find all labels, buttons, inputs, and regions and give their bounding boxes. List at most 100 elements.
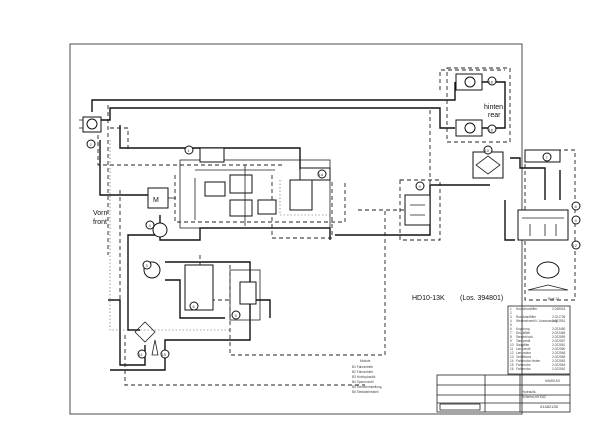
parts-row-pos: 9 (510, 339, 512, 343)
marker-9: 9 (415, 181, 425, 191)
parts-row-name: Wechselventil f. Ausstossung (516, 319, 557, 323)
parts-row-pos: 14 (510, 359, 514, 363)
leak-lines (109, 140, 330, 331)
marker-1: 1 (184, 145, 194, 155)
svg-text:11: 11 (139, 352, 144, 357)
component-markers: 16 16 2 1 14 4 3 5 6 9 10 7 8 9 12 11 15 (86, 76, 581, 359)
parts-row-pos: 5 (510, 323, 512, 327)
parts-row-number: 2.022563 (552, 359, 566, 363)
svg-text:B1 Fahrantrieb: B1 Fahrantrieb (352, 365, 373, 369)
rear-drive-motor-top (455, 73, 483, 91)
front-label-de: Vorn (93, 210, 108, 217)
title-block: Hydraulik- Schema mit KAC 01482135 HAMM … (436, 297, 571, 413)
parts-row-name: Lenkmotor (516, 351, 532, 355)
marker-4: 4 (145, 220, 155, 230)
parts-row-number: 2.023480 (552, 327, 566, 331)
marker-10: 10 (483, 145, 493, 155)
svg-text:B2 Fahrantrieb: B2 Fahrantrieb (352, 370, 373, 374)
marker-6: 6 (189, 301, 199, 311)
parts-row-pos: 6 (510, 327, 512, 331)
sheet-scale: Blatt 1/1 (548, 297, 560, 301)
parts-row-number: 2.022562 (552, 367, 566, 371)
parts-row-name: Ventilblock (516, 355, 532, 359)
drawing-number: 01482135 (540, 404, 559, 409)
svg-text:14: 14 (319, 172, 324, 177)
parts-row-number: 2.022565 (552, 355, 566, 359)
parts-row-number: 2.022465 (552, 331, 566, 335)
svg-text:8: 8 (575, 204, 578, 209)
parts-row-pos: 7 (510, 331, 512, 335)
parts-row-number: 2.022557 (552, 339, 566, 343)
rear-label-de: hinten (484, 104, 503, 111)
svg-text:16: 16 (489, 80, 494, 85)
svg-text:1: 1 (188, 148, 191, 153)
parts-row-name: Fahrmotor (516, 367, 532, 371)
parts-row-number: 2.022561 (552, 343, 566, 347)
marker-16-top: 16 (487, 76, 497, 86)
parts-row-number: 2.022551 (552, 319, 566, 323)
marker-12: 12 (571, 240, 581, 250)
parts-row-name: Druckfilter (516, 331, 531, 335)
marker-8: 8 (571, 201, 581, 211)
parts-row-pos: 16 (510, 367, 514, 371)
svg-text:9: 9 (575, 218, 578, 223)
parts-row-number: 2.022564 (552, 363, 566, 367)
marker-15: 15 (160, 349, 170, 359)
parts-row-pos: 13 (510, 355, 514, 359)
svg-text:15: 15 (162, 352, 167, 357)
svg-text:B6 Stellantriebsteil: B6 Stellantriebsteil (352, 390, 379, 394)
svg-text:M: M (153, 197, 159, 204)
parts-row-number: 2.022548 (552, 351, 566, 355)
parts-row-number: 2.022559 (552, 335, 566, 339)
rear-label-en: rear (488, 112, 501, 119)
marker-5: 5 (231, 310, 241, 320)
check-valve-15 (151, 339, 159, 356)
parts-row-number: 2.021736 (552, 315, 566, 319)
marker-7: 7 (542, 152, 552, 162)
electric-motor: M (147, 187, 176, 209)
parts-row-name: Kupplung (516, 327, 530, 331)
marker-14: 14 (317, 169, 327, 179)
front-label-en: front (93, 219, 107, 226)
svg-text:2: 2 (90, 142, 93, 147)
return-lines (97, 69, 576, 386)
marker-16-bottom: 16 (487, 124, 497, 134)
svg-text:B5 Schwimmstellung: B5 Schwimmstellung (352, 385, 382, 389)
module-notes: Module B1 Fahrantrieb B2 Fahrantrieb B3 … (352, 359, 382, 394)
valve-9 (404, 194, 431, 226)
tank-assembly (517, 149, 569, 291)
parts-row-pos: 12 (510, 351, 514, 355)
title-de-2: Schema mit KAC (522, 395, 547, 399)
parts-row-name: Saugfilter (516, 343, 530, 347)
title-de: Hydraulik- (522, 390, 536, 394)
marker-9b: 9 (571, 215, 581, 225)
svg-text:10: 10 (485, 148, 490, 153)
parts-row-name: Lenkventil (516, 347, 531, 351)
parts-row-name: Fahrmotor (516, 363, 532, 367)
parts-row-pos: 3 (510, 315, 512, 319)
parts-row-name: Ruecklauffilter (516, 315, 537, 319)
lower-valve-block (184, 264, 261, 321)
parts-row-pos: 8 (510, 335, 512, 339)
svg-text:B4 Spannventil: B4 Spannventil (352, 380, 374, 384)
rear-drive-motor-bottom (455, 119, 483, 137)
svg-text:Module: Module (360, 359, 371, 363)
return-filter (134, 321, 156, 343)
parts-row-name: Hochdruckfilter (516, 307, 538, 311)
marker-3: 3 (142, 260, 152, 270)
main-control-valve-block (179, 147, 331, 229)
filter-10 (472, 151, 504, 179)
svg-text:12: 12 (573, 243, 578, 248)
marker-11: 11 (137, 349, 147, 359)
svg-text:7: 7 (546, 155, 549, 160)
svg-text:9: 9 (419, 184, 422, 189)
lot-label: (Los. 394801) (460, 295, 503, 302)
parts-row-number: 2.048044 (552, 307, 566, 311)
svg-text:16: 16 (489, 128, 494, 133)
parts-row-pos: 15 (510, 363, 514, 367)
svg-text:6: 6 (193, 304, 196, 309)
marker-2: 2 (86, 139, 96, 149)
company-name: HAMM AG (545, 379, 561, 383)
